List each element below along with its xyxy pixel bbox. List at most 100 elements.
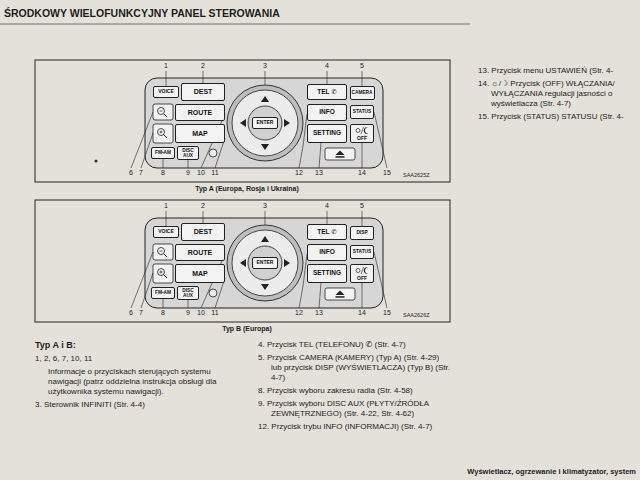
list-item: 4. Przycisk TEL (TELEFONU) ✆ (Str. 4-7) bbox=[258, 340, 450, 350]
callout-number: 9 bbox=[186, 309, 190, 317]
callout-number: 4 bbox=[325, 62, 329, 70]
button-label: SETTING bbox=[313, 270, 341, 277]
moon-symbol bbox=[364, 267, 368, 273]
panel-button: MAP bbox=[175, 264, 225, 283]
button-label: INFO bbox=[319, 109, 335, 116]
button-label: VOICE bbox=[158, 89, 174, 94]
callout-number: 1 bbox=[164, 202, 168, 210]
panel-button: TEL ✆ bbox=[307, 224, 347, 240]
panel-figure-a bbox=[35, 60, 450, 182]
panel-button: SETTING bbox=[307, 124, 347, 143]
panel-button: ROUTE bbox=[175, 244, 225, 261]
panel-button: ENTER bbox=[252, 257, 278, 269]
page-heading: ŚRODKOWY WIELOFUNKCYJNY PANEL STEROWANIA bbox=[4, 7, 280, 20]
panel-button: INFO bbox=[307, 244, 347, 261]
button-label: FM•AM bbox=[155, 290, 171, 295]
button-label: INFO bbox=[319, 249, 335, 256]
callout-number: 11 bbox=[211, 169, 218, 177]
button-label: STATUS bbox=[353, 249, 371, 254]
button-label: CAMERA bbox=[351, 90, 372, 95]
callout-number: 5 bbox=[360, 62, 364, 70]
callout-number: 13 bbox=[315, 169, 323, 177]
panel-button: CAMERA bbox=[350, 86, 375, 100]
callout-number: 4 bbox=[325, 202, 329, 210]
callout-number: 15 bbox=[383, 169, 391, 177]
item-numbers: 1, 2, 6, 7, 10, 11 bbox=[35, 354, 235, 364]
panel-button: DEST bbox=[181, 223, 225, 241]
figure-code: SAA2625Z bbox=[403, 172, 430, 178]
running-footer: Wyświetlacz, ogrzewanie i klimatyzator, … bbox=[467, 467, 636, 476]
callout-number: 12 bbox=[295, 169, 303, 177]
callout-number: 6 bbox=[129, 169, 133, 177]
callout-number: 8 bbox=[161, 309, 165, 317]
callout-number: 13 bbox=[315, 309, 323, 317]
print-dot bbox=[94, 159, 97, 162]
button-label: ENTER bbox=[257, 260, 274, 265]
figure-caption: Typ B (Europa) bbox=[222, 325, 272, 333]
button-label: DEST bbox=[194, 88, 213, 95]
button-label: MAP bbox=[192, 130, 208, 137]
button-label: TEL ✆ bbox=[317, 229, 336, 236]
callout-number: 7 bbox=[139, 169, 143, 177]
moon-symbol bbox=[364, 127, 368, 133]
sun-symbol bbox=[356, 129, 360, 133]
panel-button: DISC AUX bbox=[177, 146, 199, 160]
panel-button: OFF bbox=[350, 264, 374, 283]
panel-button: DISP bbox=[350, 226, 374, 240]
section-heading: Typ A i B: bbox=[35, 340, 235, 351]
slash-symbol bbox=[361, 267, 364, 274]
panel-button: INFO bbox=[307, 104, 347, 121]
callout-number: 14 bbox=[358, 169, 366, 177]
brightness-icon bbox=[354, 266, 370, 275]
panel-button: SETTING bbox=[307, 264, 347, 283]
panel-button: DEST bbox=[181, 83, 225, 101]
button-label: DEST bbox=[194, 228, 213, 235]
callout-number: 7 bbox=[139, 309, 143, 317]
button-label: TEL ✆ bbox=[317, 89, 336, 96]
callout-number: 12 bbox=[295, 309, 303, 317]
figure-caption: Typ A (Europa, Rosja i Ukraina) bbox=[195, 185, 299, 193]
panel-figure-b bbox=[35, 200, 450, 322]
callout-number: 1 bbox=[164, 62, 168, 70]
callout-number: 6 bbox=[129, 309, 133, 317]
button-label: FM•AM bbox=[155, 150, 171, 155]
list-item: 3. Sterownik INFINITI (Str. 4-4) bbox=[35, 400, 235, 410]
panel-button: ENTER bbox=[252, 117, 278, 129]
figure-code: SAA2626Z bbox=[403, 312, 430, 318]
button-label: ROUTE bbox=[188, 249, 213, 256]
panel-button: VOICE bbox=[153, 86, 179, 98]
heading-rule bbox=[0, 24, 470, 25]
panel-button: FM•AM bbox=[151, 287, 175, 299]
panel-button: STATUS bbox=[350, 245, 374, 259]
callout-number: 14 bbox=[358, 309, 366, 317]
list-item: 8. Przycisk wyboru zakresu radia (Str. 4… bbox=[258, 386, 450, 396]
button-label: MAP bbox=[192, 270, 208, 277]
panel-button: OFF bbox=[350, 124, 374, 143]
callout-number: 15 bbox=[383, 309, 391, 317]
callout-number: 2 bbox=[201, 62, 205, 70]
list-item: 13. Przycisk menu USTAWIEŃ (Str. 4- bbox=[478, 66, 634, 76]
button-label: SETTING bbox=[313, 130, 341, 137]
callout-number: 5 bbox=[360, 202, 364, 210]
panel-button: ROUTE bbox=[175, 104, 225, 121]
button-label: DISC AUX bbox=[182, 148, 193, 158]
button-label: ENTER bbox=[257, 120, 274, 125]
panel-button: MAP bbox=[175, 124, 225, 143]
callout-number: 8 bbox=[161, 169, 165, 177]
button-label: OFF bbox=[357, 136, 367, 141]
button-label: OFF bbox=[357, 276, 367, 281]
button-label: STATUS bbox=[353, 109, 371, 114]
callout-number: 3 bbox=[263, 62, 267, 70]
button-label: DISP bbox=[356, 230, 367, 235]
panel-button: VOICE bbox=[153, 226, 179, 238]
item-text: Informacje o przyciskach sterujących sys… bbox=[48, 367, 235, 397]
list-item: 14. ☼/☽ Przycisk (OFF) WŁĄCZANIA/ WYŁĄCZ… bbox=[478, 79, 634, 109]
callout-number: 2 bbox=[201, 202, 205, 210]
callout-number: 9 bbox=[186, 169, 190, 177]
list-item: 12. Przycisk trybu INFO (INFORMACJI) (St… bbox=[258, 422, 450, 432]
callout-number: 11 bbox=[211, 309, 218, 317]
callout-number: 10 bbox=[197, 169, 205, 177]
panel-button: STATUS bbox=[350, 105, 374, 119]
button-label: DISC AUX bbox=[182, 288, 193, 298]
panel-button: DISC AUX bbox=[177, 286, 199, 300]
